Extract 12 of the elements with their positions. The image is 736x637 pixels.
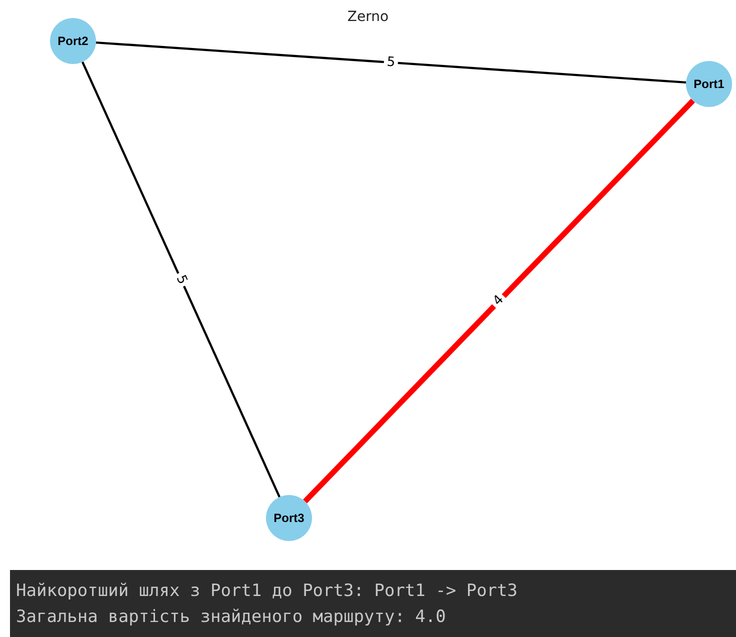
node-label: Port1 xyxy=(694,77,724,91)
edge-line xyxy=(81,62,281,498)
node-label: Port3 xyxy=(274,511,304,525)
console-output-line: Загальна вартість знайденого маршруту: 4.0 xyxy=(16,606,447,626)
edge-line xyxy=(303,98,695,504)
chart-title: Zerno xyxy=(346,9,390,25)
console-output-line: Найкоротший шлях з Port1 до Port3: Port1 -> Port3 xyxy=(16,580,519,600)
node-circle xyxy=(266,495,312,541)
node-label: Port2 xyxy=(58,34,88,48)
edge-line xyxy=(96,41,686,84)
node-circle xyxy=(50,18,96,64)
node-circle xyxy=(686,61,732,107)
